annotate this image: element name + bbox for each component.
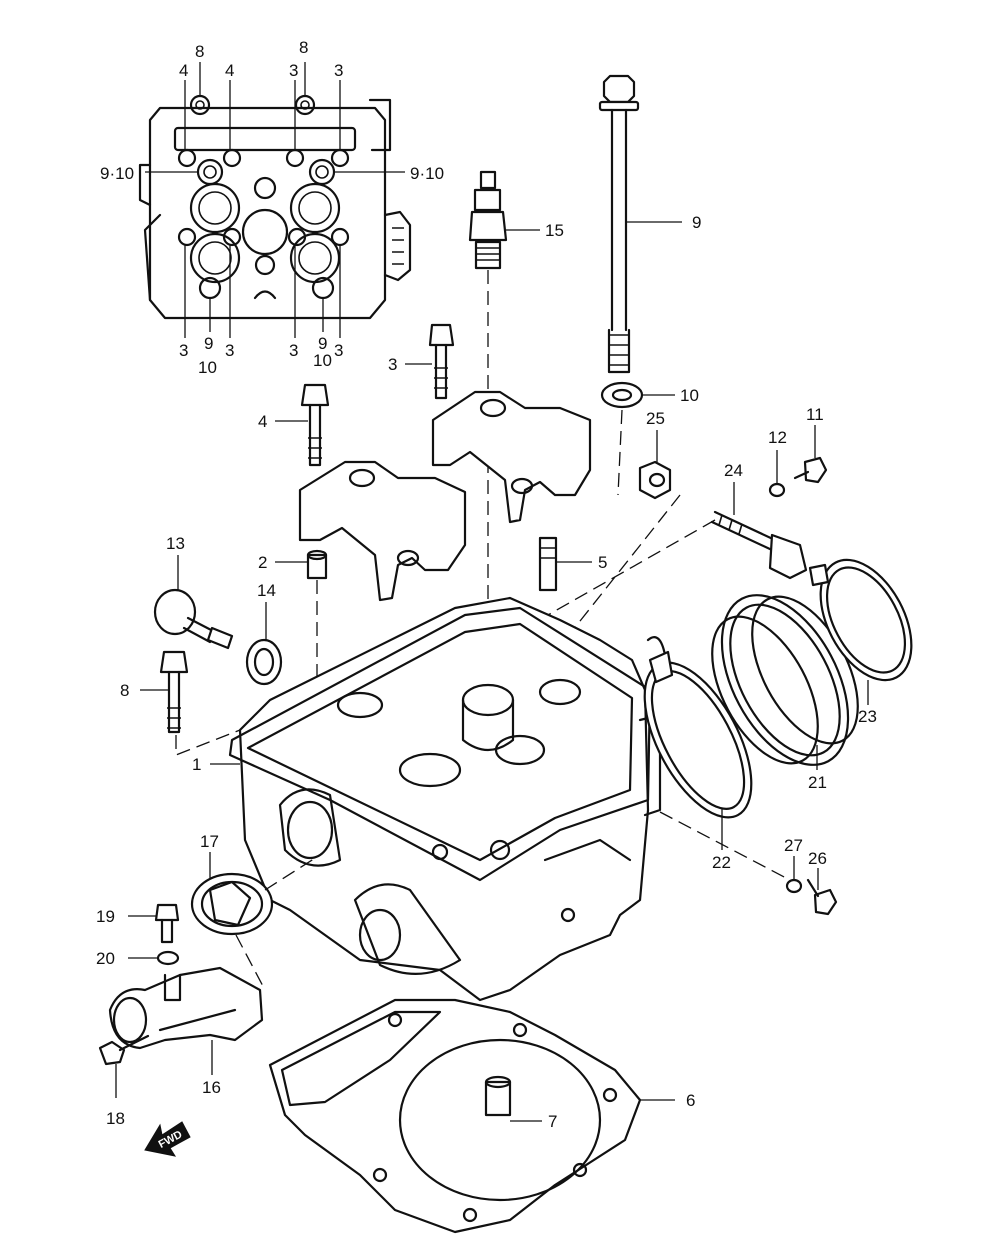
label-20: 20	[96, 949, 115, 968]
label-2: 2	[258, 553, 267, 572]
part-25-nut	[564, 430, 681, 641]
part-18-bolt	[98, 1034, 150, 1098]
inset-label-3-f: 3	[334, 341, 343, 360]
inset-label-9-10-left: 9·10	[100, 164, 134, 183]
label-5: 5	[598, 553, 607, 572]
part-11-bolt	[793, 425, 828, 484]
inset-label-10-left: 10	[198, 358, 217, 377]
part-23-clamp	[808, 558, 913, 705]
label-25: 25	[646, 409, 665, 428]
label-10: 10	[680, 386, 699, 405]
label-3: 3	[388, 355, 397, 374]
part-19-bolt	[128, 903, 180, 944]
part-7-dowel	[484, 1075, 542, 1122]
part-26-bolt	[806, 868, 838, 916]
inset-label-9-left: 9	[204, 334, 213, 353]
label-4: 4	[258, 412, 267, 431]
part-17-thermostat	[190, 852, 321, 991]
cam-cap-front	[298, 460, 467, 602]
inset-label-10-right: 10	[313, 351, 332, 370]
part-12-washer	[768, 450, 786, 498]
inset-label-8-left: 8	[195, 42, 204, 61]
part-20-washer	[128, 950, 180, 966]
label-14: 14	[257, 581, 276, 600]
part-1-cylinder-head	[210, 596, 667, 1002]
label-11: 11	[806, 405, 824, 424]
label-7: 7	[548, 1112, 557, 1131]
label-18: 18	[106, 1109, 125, 1128]
part-10-washer	[600, 381, 675, 496]
cam-cap-rear	[431, 390, 592, 524]
part-16-thermostat-cover	[108, 966, 264, 1075]
inset-label-9-right: 9	[318, 334, 327, 353]
label-8: 8	[120, 681, 129, 700]
inset-label-9-10-right: 9·10	[410, 164, 444, 183]
part-4-bolt	[275, 383, 330, 467]
label-17: 17	[200, 832, 219, 851]
label-24: 24	[724, 461, 743, 480]
part-27-washer	[785, 856, 803, 894]
part-9-stud-bolt	[598, 74, 682, 374]
label-9: 9	[692, 213, 701, 232]
part-13-valve	[153, 555, 234, 650]
label-16: 16	[202, 1078, 221, 1097]
label-12: 12	[768, 428, 787, 447]
part-6-gasket	[268, 998, 675, 1234]
part-24-bolt	[547, 482, 808, 616]
inset-label-3-a: 3	[289, 61, 298, 80]
inset-label-8-right: 8	[299, 38, 308, 57]
inset-top-view	[138, 62, 412, 338]
label-26: 26	[808, 849, 827, 868]
part-22-clamp	[643, 650, 753, 850]
label-13: 13	[166, 534, 185, 553]
inset-label-3-b: 3	[334, 61, 343, 80]
part-21-intake-boot	[711, 594, 859, 770]
label-15: 15	[545, 221, 564, 240]
label-22: 22	[712, 853, 731, 872]
inset-label-3-d: 3	[225, 341, 234, 360]
part-3-bolt	[405, 323, 455, 400]
label-6: 6	[686, 1091, 695, 1110]
label-27: 27	[784, 836, 803, 855]
label-19: 19	[96, 907, 115, 926]
inset-label-3-c: 3	[179, 341, 188, 360]
label-21: 21	[808, 773, 827, 792]
label-23: 23	[858, 707, 877, 726]
part-5-lifter	[538, 536, 592, 592]
inset-label-4-a: 4	[179, 61, 188, 80]
inset-label-4-b: 4	[225, 61, 234, 80]
part-8-bolt	[140, 650, 241, 756]
inset-label-3-e: 3	[289, 341, 298, 360]
fwd-arrow-icon: FWD	[144, 1121, 191, 1157]
label-1: 1	[192, 755, 201, 774]
part-14-seal	[245, 602, 283, 686]
